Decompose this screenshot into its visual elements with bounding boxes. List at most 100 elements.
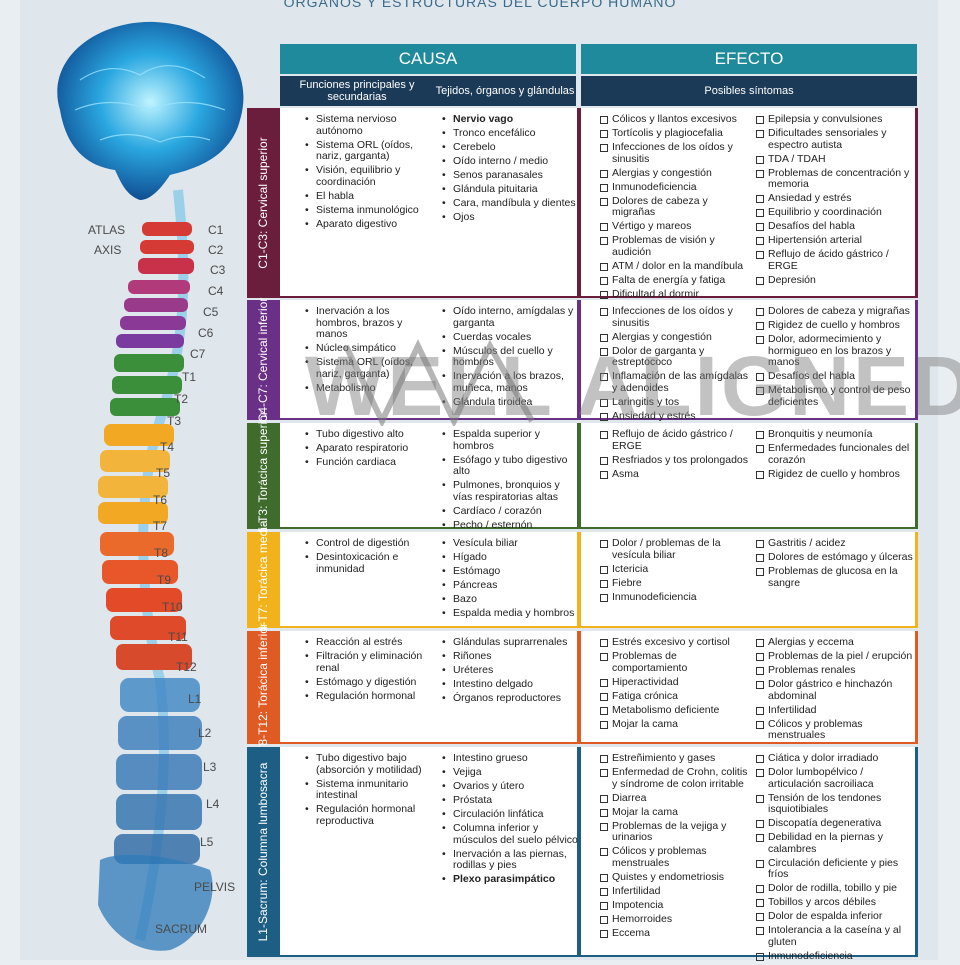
symptom-checkbox-item[interactable]: Infertilidad — [599, 885, 749, 898]
symptom-checkbox-item[interactable]: Quistes y endometriosis — [599, 871, 749, 884]
symptom-checkbox-item[interactable]: Reflujo de ácido gástrico / ERGE — [755, 248, 915, 272]
symptom-checkbox-item[interactable]: Depresión — [755, 274, 915, 287]
symptom-checkbox-item[interactable]: Desafíos del habla — [755, 220, 915, 233]
symptom-checkbox-item[interactable]: Hipertensión arterial — [755, 234, 915, 247]
tissues-column: Vesícula biliarHígadoEstómagoPáncreasBaz… — [440, 537, 580, 622]
symptom-checkbox-item[interactable]: Ciática y dolor irradiado — [755, 752, 915, 765]
functions-column: Reacción al estrésFiltración y eliminaci… — [303, 636, 433, 705]
symptom-checkbox-item[interactable]: Gastritis / acidez — [755, 537, 915, 550]
symptom-checkbox-item[interactable]: Rigidez de cuello y hombros — [755, 468, 915, 481]
symptom-checkbox-item[interactable]: Fatiga crónica — [599, 690, 749, 703]
symptom-checkbox-item[interactable]: Dolores de cabeza y migrañas — [599, 195, 749, 219]
symptom-checkbox-item[interactable]: Infecciones de los oídos y sinusitis — [599, 305, 749, 329]
symptom-checkbox-item[interactable]: Epilepsia y convulsiones — [755, 113, 915, 126]
list-item: Tubo digestivo bajo (absorción y motilid… — [303, 752, 433, 776]
section-label: L1-Sacrum: Columna lumbosacra — [247, 747, 279, 957]
symptom-checkbox-item[interactable]: Laringitis y tos — [599, 396, 749, 409]
symptom-checkbox-item[interactable]: Impotencia — [599, 899, 749, 912]
symptom-checkbox-item[interactable]: Alergias y congestión — [599, 167, 749, 180]
symptom-checkbox-item[interactable]: Inmunodeficiencia — [755, 950, 915, 963]
symptom-checkbox-item[interactable]: Enfermedad de Crohn, colitis y síndrome … — [599, 766, 749, 790]
list-item: Control de digestión — [303, 537, 433, 550]
symptom-checkbox-item[interactable]: Inmunodeficiencia — [599, 591, 749, 604]
symptom-checkbox-item[interactable]: Rigidez de cuello y hombros — [755, 319, 915, 332]
symptom-checkbox-item[interactable]: Ansiedad y estrés — [755, 192, 915, 205]
symptom-checkbox-item[interactable]: Mojar la cama — [599, 718, 749, 731]
symptom-checkbox-item[interactable]: Dificultad al dormir — [599, 288, 749, 301]
symptom-checkbox-item[interactable]: Problemas de comportamiento — [599, 650, 749, 674]
label-c5: C5 — [203, 305, 219, 319]
symptom-checkbox-item[interactable]: Alergias y congestión — [599, 331, 749, 344]
list-item: Sistema nervioso autónomo — [303, 113, 433, 137]
symptom-checkbox-item[interactable]: Reflujo de ácido gástrico / ERGE — [599, 428, 749, 452]
symptom-checkbox-item[interactable]: Discopatía degenerativa — [755, 817, 915, 830]
symptom-checkbox-item[interactable]: Debilidad en la piernas y calambres — [755, 831, 915, 855]
symptom-checkbox-item[interactable]: Metabolismo deficiente — [599, 704, 749, 717]
symptom-checkbox-item[interactable]: Cólicos y llantos excesivos — [599, 113, 749, 126]
symptom-checkbox-item[interactable]: Tobillos y arcos débiles — [755, 896, 915, 909]
label-t1: T1 — [182, 370, 197, 384]
symptom-checkbox-item[interactable]: Enfermedades funcionales del corazón — [755, 442, 915, 466]
symptom-checkbox-item[interactable]: Asma — [599, 468, 749, 481]
symptom-checkbox-item[interactable]: Alergias y eccema — [755, 636, 915, 649]
symptom-checkbox-item[interactable]: Problemas renales — [755, 664, 915, 677]
symptom-checkbox-item[interactable]: Infecciones de los oídos y sinusitis — [599, 141, 749, 165]
symptom-checkbox-item[interactable]: Estreñimiento y gases — [599, 752, 749, 765]
symptom-checkbox-item[interactable]: Bronquitis y neumonía — [755, 428, 915, 441]
symptom-checkbox-item[interactable]: Intolerancia a la caseína y al gluten — [755, 924, 915, 948]
symptom-checkbox-item[interactable]: Dolor de espalda inferior — [755, 910, 915, 923]
symptom-checkbox-item[interactable]: Dolores de estómago y úlceras — [755, 551, 915, 564]
symptom-checkbox-item[interactable]: Dolor, adormecimiento y hormigueo en los… — [755, 333, 915, 369]
list-item: Uréteres — [440, 664, 580, 677]
symptom-checkbox-item[interactable]: Dolores de cabeza y migrañas — [755, 305, 915, 318]
symptom-checkbox-item[interactable]: Inmunodeficiencia — [599, 181, 749, 194]
list-item: Glándula pituitaria — [440, 183, 580, 196]
symptom-checkbox-item[interactable]: Infertilidad — [755, 704, 915, 717]
symptom-checkbox-item[interactable]: Dolor de rodilla, tobillo y pie — [755, 882, 915, 895]
symptom-checkbox-item[interactable]: Desafíos del habla — [755, 370, 915, 383]
symptom-checkbox-item[interactable]: TDA / TDAH — [755, 153, 915, 166]
symptom-checkbox-item[interactable]: Cólicos y problemas menstruales — [599, 845, 749, 869]
symptom-checkbox-item[interactable]: Fiebre — [599, 577, 749, 590]
symptom-checkbox-item[interactable]: Problemas de concentración y memoria — [755, 167, 915, 191]
symptom-checkbox-item[interactable]: Dolor de garganta y estreptococo — [599, 345, 749, 369]
symptom-checkbox-item[interactable]: Equilibrio y coordinación — [755, 206, 915, 219]
label-t4: T4 — [160, 440, 175, 454]
symptom-checkbox-item[interactable]: Ictericia — [599, 563, 749, 576]
symptom-checkbox-item[interactable]: Dolor lumbopélvico / articulación sacroi… — [755, 766, 915, 790]
efecto-box — [581, 423, 915, 527]
symptom-checkbox-item[interactable]: Estrés excesivo y cortisol — [599, 636, 749, 649]
symptom-checkbox-item[interactable]: Problemas de visión y audición — [599, 234, 749, 258]
symptom-checkbox-item[interactable]: Circulación deficiente y pies fríos — [755, 857, 915, 881]
list-item: Filtración y eliminación renal — [303, 650, 433, 674]
symptom-checkbox-item[interactable]: Tortícolis y plagiocefalia — [599, 127, 749, 140]
symptom-checkbox-item[interactable]: Tensión de los tendones isquiotibiales — [755, 792, 915, 816]
symptom-checkbox-item[interactable]: Resfriados y tos prolongados — [599, 454, 749, 467]
symptom-checkbox-item[interactable]: ATM / dolor en la mandíbula — [599, 260, 749, 273]
symptom-checkbox-item[interactable]: Cólicos y problemas menstruales — [755, 718, 915, 742]
symptom-checkbox-item[interactable]: Dolor gástrico e hinchazón abdominal — [755, 678, 915, 702]
list-item: Visión, equilibrio y coordinación — [303, 164, 433, 188]
symptom-checkbox-item[interactable]: Vértigo y mareos — [599, 220, 749, 233]
tissues-column: Glándulas suprarrenalesRiñonesUréteresIn… — [440, 636, 580, 707]
symptom-checkbox-item[interactable]: Problemas de la piel / erupción — [755, 650, 915, 663]
symptom-checkbox-item[interactable]: Dificultades sensoriales y espectro auti… — [755, 127, 915, 151]
symptom-checkbox-item[interactable]: Eccema — [599, 927, 749, 940]
symptom-checkbox-item[interactable]: Dolor / problemas de la vesícula biliar — [599, 537, 749, 561]
symptom-checkbox-item[interactable]: Problemas de glucosa en la sangre — [755, 565, 915, 589]
symptom-checkbox-item[interactable]: Ansiedad y estrés — [599, 410, 749, 423]
efecto-box — [581, 532, 915, 626]
symptom-checkbox-item[interactable]: Problemas de la vejiga y urinarios — [599, 820, 749, 844]
symptom-checkbox-item[interactable]: Hemorroides — [599, 913, 749, 926]
symptom-checkbox-item[interactable]: Mojar la cama — [599, 806, 749, 819]
symptom-checkbox-item[interactable]: Diarrea — [599, 792, 749, 805]
symptom-checkbox-item[interactable]: Inflamación de las amígdalas y adenoides — [599, 370, 749, 394]
symptom-checkbox-item[interactable]: Falta de energía y fatiga — [599, 274, 749, 287]
symptom-checkbox-item[interactable]: Metabolismo y control de peso deficiente… — [755, 384, 915, 408]
symptom-checkbox-item[interactable]: Hiperactividad — [599, 676, 749, 689]
label-t6: T6 — [153, 493, 168, 507]
